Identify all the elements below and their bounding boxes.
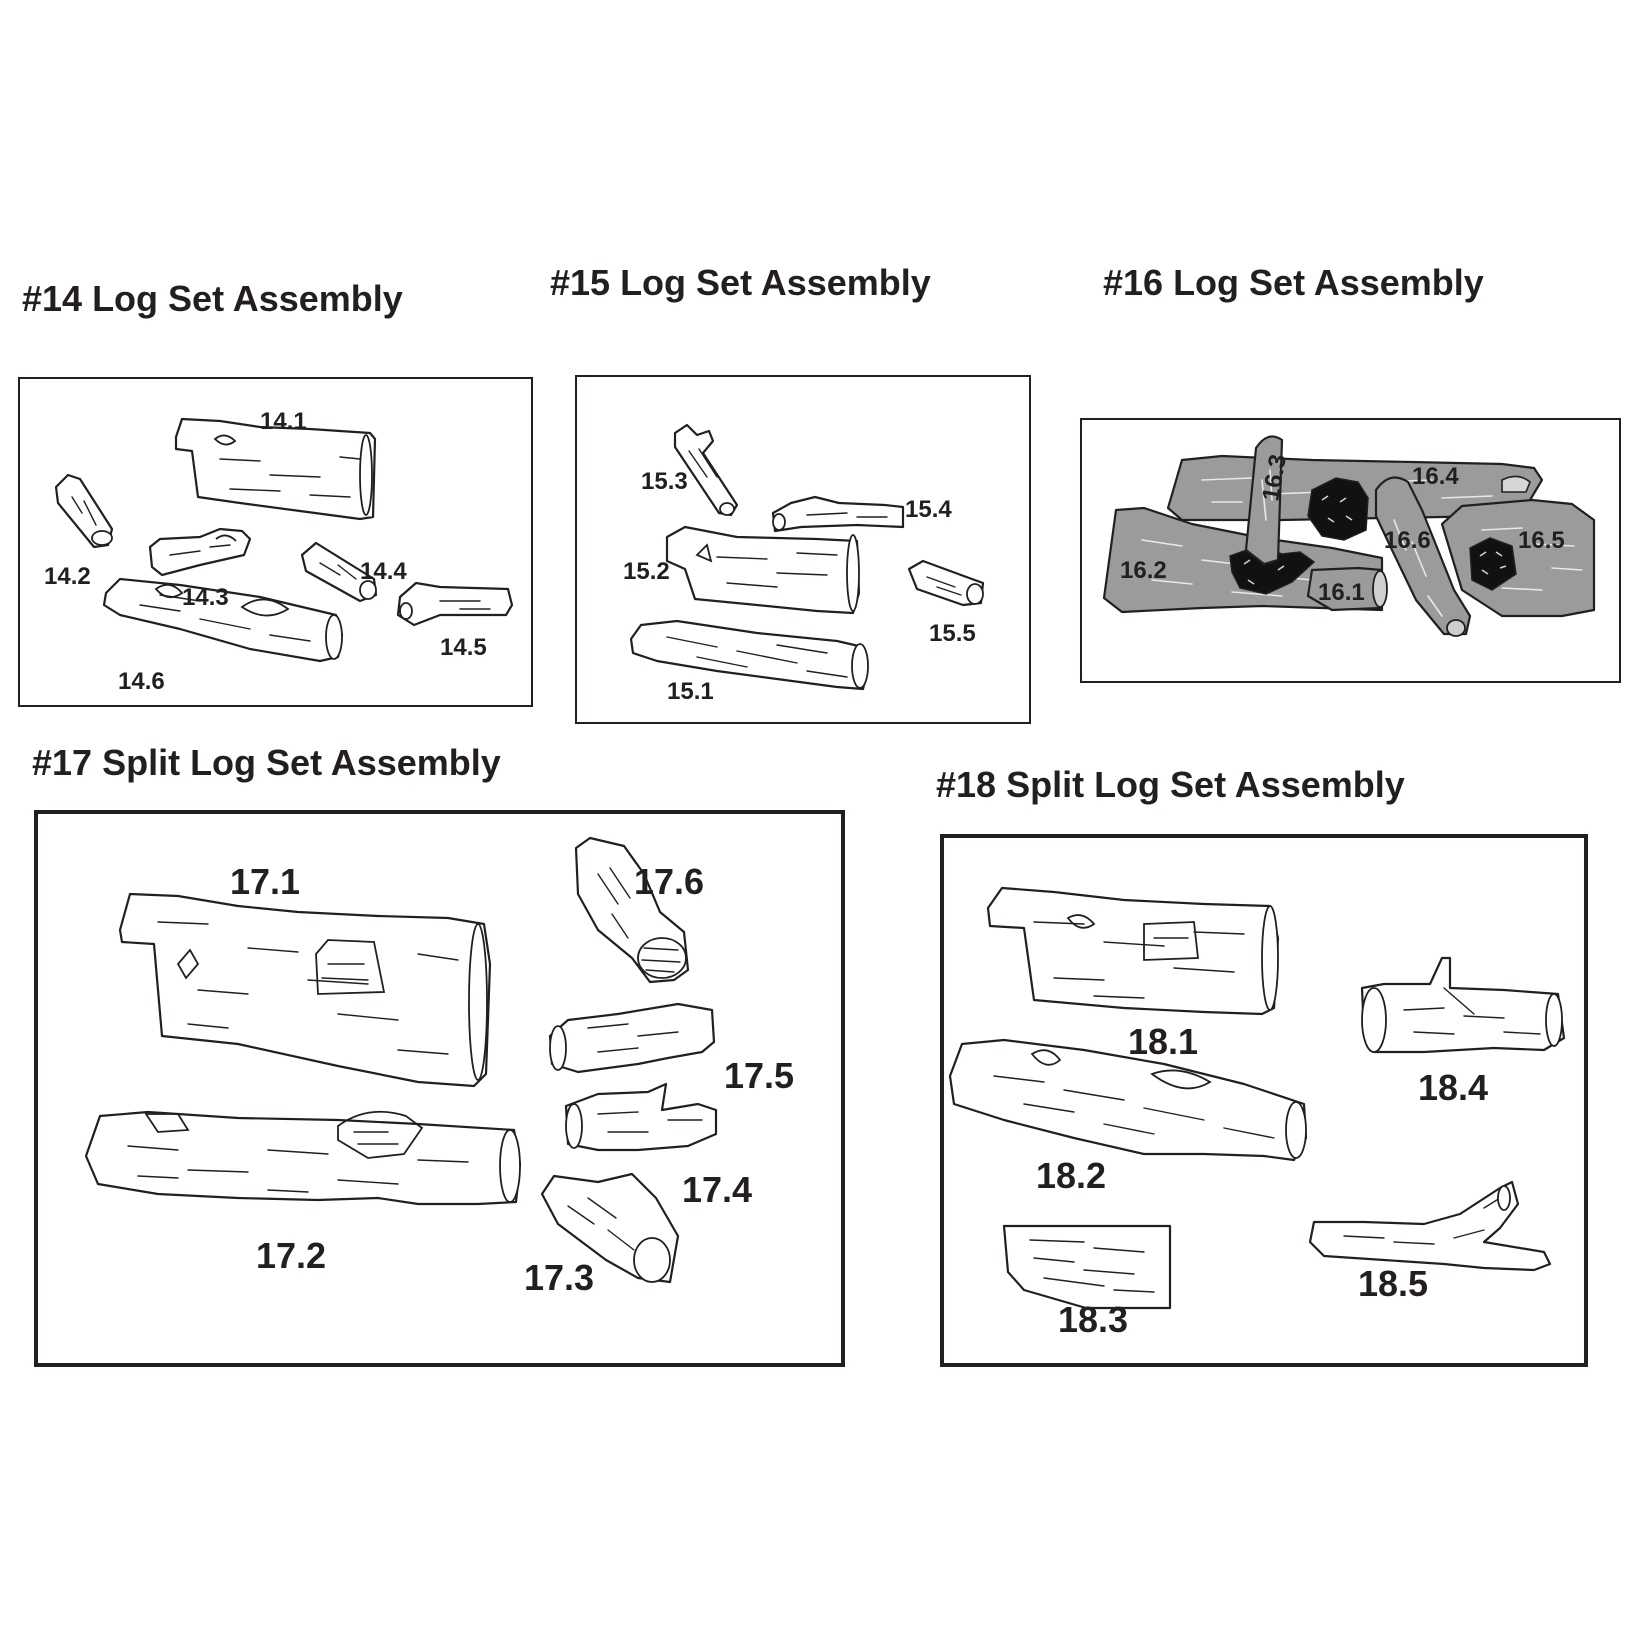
label-14-1: 14.1 <box>260 408 307 435</box>
log-14-6 <box>102 577 344 663</box>
log-set-14-drawing: 14.1 14.2 14.3 14.4 14.5 14.6 <box>44 408 514 695</box>
label-18-2: 18.2 <box>1036 1155 1106 1196</box>
log-18-4 <box>1360 956 1566 1054</box>
label-17-5: 17.5 <box>724 1055 794 1096</box>
section-title-15: #15 Log Set Assembly <box>550 262 931 303</box>
log-14-4 <box>300 541 378 603</box>
log-15-1 <box>629 619 869 691</box>
label-16-1: 16.1 <box>1318 579 1365 606</box>
log-18-2 <box>948 1038 1308 1162</box>
log-17-4 <box>564 1082 718 1152</box>
log-16-5 <box>1440 498 1596 618</box>
label-17-6: 17.6 <box>634 861 704 902</box>
log-set-17-drawing: 17.1 17.6 17.5 17.4 17.2 17.3 <box>84 836 794 1298</box>
log-14-2 <box>54 473 114 549</box>
section-title-17: #17 Split Log Set Assembly <box>32 742 501 783</box>
label-16-2: 16.2 <box>1120 557 1167 584</box>
log-14-3 <box>148 527 252 577</box>
label-18-4: 18.4 <box>1418 1067 1488 1108</box>
log-17-1 <box>118 892 492 1088</box>
log-16-1 <box>1306 566 1388 612</box>
label-17-3: 17.3 <box>524 1257 594 1298</box>
label-17-1: 17.1 <box>230 861 300 902</box>
label-18-3: 18.3 <box>1058 1299 1128 1340</box>
log-18-3 <box>1002 1224 1172 1310</box>
ember-center <box>1307 477 1369 541</box>
log-set-15-drawing: 15.3 15.4 15.2 15.5 15.1 <box>623 423 985 705</box>
log-16-3 <box>1244 435 1284 566</box>
panel-18: 18.1 18.4 18.2 18.5 18.3 <box>940 834 1588 1367</box>
log-15-3 <box>673 423 739 517</box>
log-set-18-drawing: 18.1 18.4 18.2 18.5 18.3 <box>948 886 1566 1340</box>
panel-14: 14.1 14.2 14.3 14.4 14.5 14.6 <box>18 377 533 707</box>
log-14-1 <box>174 417 377 521</box>
label-14-5: 14.5 <box>440 634 487 661</box>
label-16-6: 16.6 <box>1384 527 1431 554</box>
log-18-1 <box>986 886 1280 1016</box>
label-15-1: 15.1 <box>667 678 714 705</box>
log-16-6 <box>1374 476 1472 637</box>
label-15-2: 15.2 <box>623 558 670 585</box>
label-15-3: 15.3 <box>641 468 688 495</box>
panel-16: 16.3 16.4 16.6 16.5 16.2 16.1 <box>1080 418 1621 683</box>
label-17-4: 17.4 <box>682 1169 752 1210</box>
log-17-3 <box>540 1172 680 1284</box>
log-17-2 <box>84 1110 522 1206</box>
log-15-2 <box>665 525 861 615</box>
log-18-5 <box>1308 1180 1552 1272</box>
log-set-16-drawing: 16.3 16.4 16.6 16.5 16.2 16.1 <box>1102 435 1596 637</box>
panel-17: 17.1 17.6 17.5 17.4 17.2 17.3 <box>34 810 845 1367</box>
label-15-5: 15.5 <box>929 620 976 647</box>
label-14-6: 14.6 <box>118 668 165 695</box>
label-17-2: 17.2 <box>256 1235 326 1276</box>
label-15-4: 15.4 <box>905 496 952 523</box>
log-17-5 <box>548 1002 716 1074</box>
label-14-2: 14.2 <box>44 563 91 590</box>
log-15-5 <box>907 559 985 607</box>
log-15-4 <box>771 495 905 533</box>
label-18-5: 18.5 <box>1358 1263 1428 1304</box>
label-18-1: 18.1 <box>1128 1021 1198 1062</box>
panel-15: 15.3 15.4 15.2 15.5 15.1 <box>575 375 1031 724</box>
label-16-4: 16.4 <box>1412 463 1459 490</box>
label-14-3: 14.3 <box>182 584 229 611</box>
label-16-5: 16.5 <box>1518 527 1565 554</box>
section-title-18: #18 Split Log Set Assembly <box>936 764 1405 805</box>
label-14-4: 14.4 <box>360 558 407 585</box>
log-14-5 <box>396 581 514 627</box>
section-title-14: #14 Log Set Assembly <box>22 278 403 319</box>
section-title-16: #16 Log Set Assembly <box>1103 262 1484 303</box>
log-17-6 <box>574 836 690 984</box>
